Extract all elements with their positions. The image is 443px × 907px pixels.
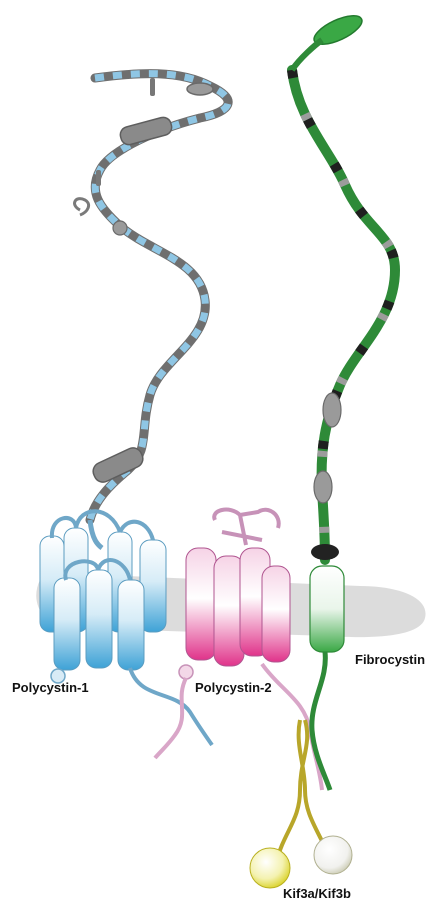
pc1-domain-3 [119, 116, 174, 147]
kif-motor-head-2 [314, 836, 352, 874]
fib-dark-knot [311, 544, 339, 560]
fibrocystin-transmembrane [310, 566, 344, 790]
fibrocystin-c-terminal [312, 652, 330, 790]
kif3a-kif3b-label: Kif3a/Kif3b [283, 886, 351, 901]
fib-domain-1 [323, 393, 341, 427]
pc1-domain-4 [96, 170, 101, 186]
kif-motor-head-1 [250, 848, 290, 888]
polycystin-2-label: Polycystin-2 [195, 680, 272, 695]
pc1-domain-5 [113, 221, 127, 235]
fibrocystin-label: Fibrocystin [355, 652, 425, 667]
fibrocystin-extracellular-domain [292, 10, 395, 560]
pc2-c-terminal-a [155, 678, 186, 758]
fib-domain-2 [314, 471, 332, 503]
pc1-domain-2 [150, 78, 155, 96]
polycystin-1-label: Polycystin-1 [12, 680, 89, 695]
kif3a-kif3b-motor [250, 720, 352, 888]
polycystin-1-extracellular-domain [75, 74, 229, 548]
pc1-hook [75, 199, 89, 215]
pc1-domain-1 [187, 83, 213, 95]
polycystin-2-channel [155, 510, 322, 790]
